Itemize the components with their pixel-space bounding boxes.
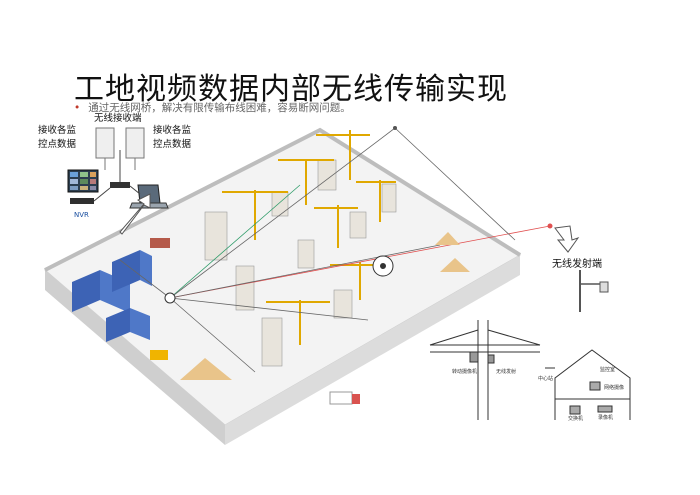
receive-left-line2: 控点数据: [38, 139, 77, 150]
residential-blocks: [204, 159, 397, 367]
central-relay-node: [164, 292, 176, 304]
bullet-icon: •: [74, 102, 81, 114]
site-wall-back: [44, 127, 522, 272]
site-wall-left: [45, 270, 225, 445]
switch-device: [110, 182, 130, 188]
transmit-arrow: [554, 225, 580, 253]
receive-left-line1: 接收各监: [38, 125, 77, 136]
receiver-panel-left: [95, 127, 115, 159]
office-buildings: [72, 250, 152, 342]
monitoring-station: [67, 150, 169, 209]
sand-pile: [180, 358, 232, 380]
nvr-label: NVR: [74, 211, 89, 219]
receive-right-line1: 接收各监: [153, 125, 192, 136]
red-link: [169, 225, 551, 299]
green-link: [169, 184, 301, 299]
receiver-label: 无线接收端: [94, 113, 142, 124]
inset-tower-label-a: 转动摄像机: [452, 369, 478, 375]
excavator: [150, 350, 168, 360]
subtitle: • 通过无线网桥，解决有限传输布线困难，容易断网问题。: [74, 100, 351, 115]
inset-tower: [429, 320, 541, 420]
truck: [329, 391, 353, 405]
uplink-arrow: [119, 193, 151, 235]
transmitter-pole: [579, 270, 609, 312]
page-title: 工地视频数据内部无线传输实现: [74, 72, 508, 107]
receive-right-line2: 控点数据: [153, 139, 192, 150]
subtitle-text: 通过无线网桥，解决有限传输布线困难，容易断网问题。: [88, 102, 351, 114]
receiver-panel-right: [125, 127, 145, 159]
nvr-device: [70, 198, 94, 204]
inset-house-label-a: 中心站: [538, 376, 554, 382]
wireless-links: [119, 127, 551, 373]
inset-tower-label-b: 无线发射: [496, 369, 517, 375]
inset-house-label-e: 录像机: [598, 415, 614, 421]
receiver-antennas: [95, 127, 145, 170]
inset-house-label-c: 网络摄像: [604, 385, 625, 391]
inset-house-label-d: 交换机: [568, 416, 584, 422]
inset-house-label-b: 监控室: [600, 367, 616, 373]
inset-house: [545, 349, 631, 420]
brick-stack: [150, 238, 170, 248]
transmitter-label: 无线发射端: [552, 259, 602, 270]
site-wall-right: [225, 255, 520, 445]
